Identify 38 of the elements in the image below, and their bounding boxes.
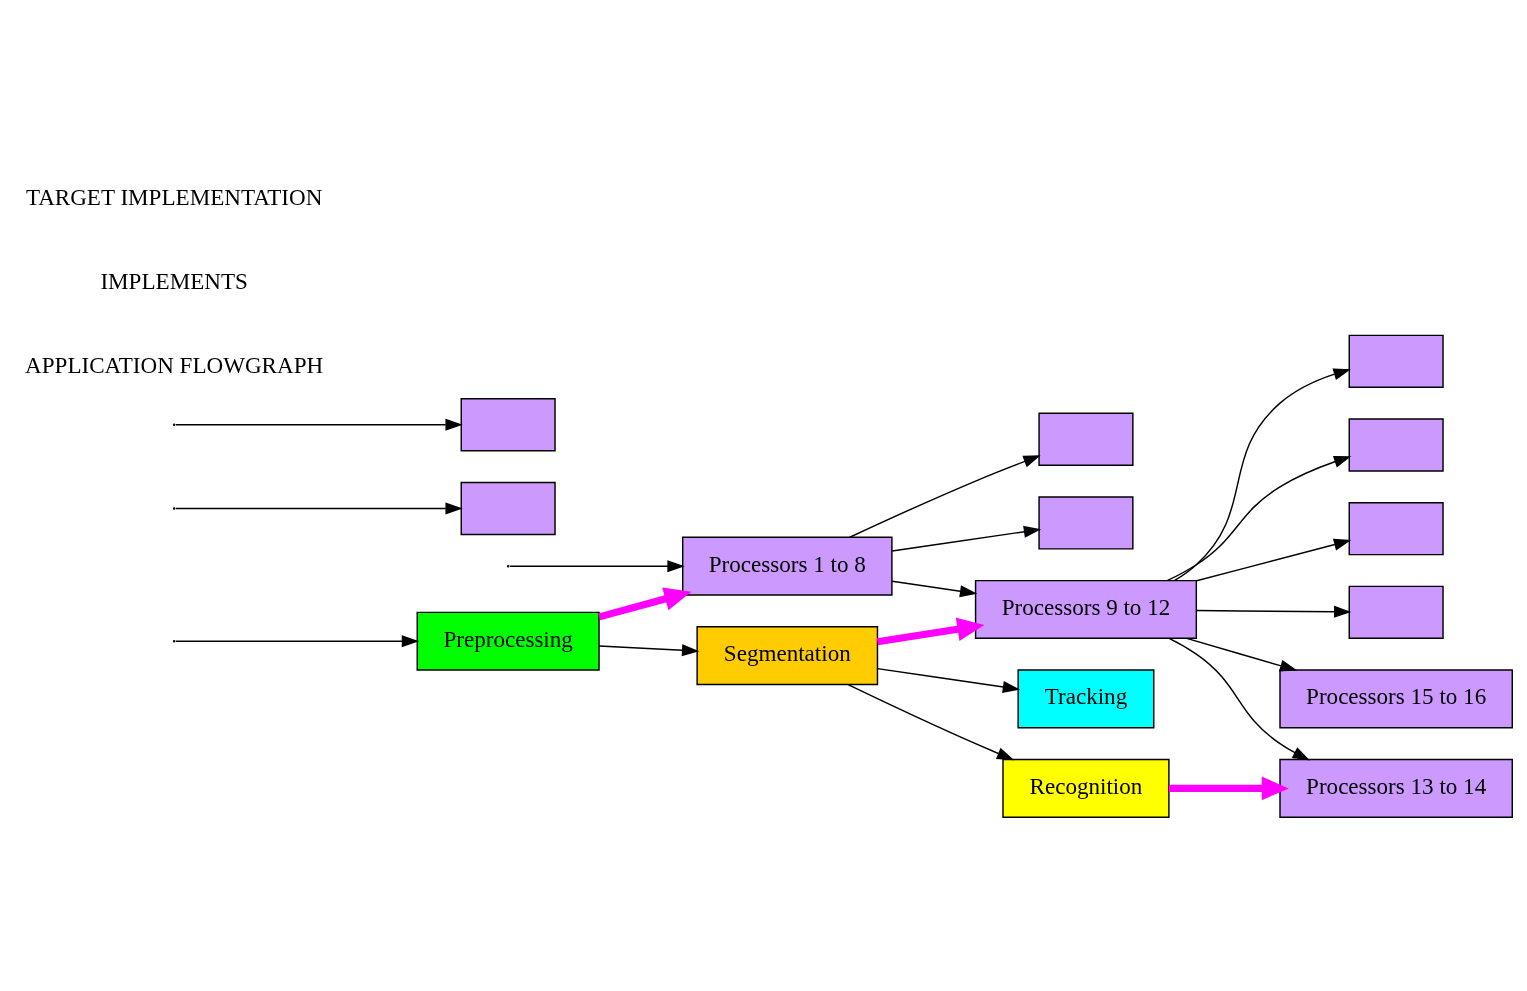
arrow [1195, 538, 1352, 582]
label: IMPLEMENTS [100, 267, 248, 294]
node-box: Preprocessing [416, 611, 600, 671]
arrow [1173, 368, 1351, 582]
label: APPLICATION FLOWGRAPH [25, 351, 324, 378]
node-box [1038, 496, 1134, 550]
node-box: Processors 15 to 16 [1279, 669, 1513, 729]
arrow [876, 617, 985, 646]
node-box: Processors 9 to 12 [974, 579, 1198, 640]
arrow [1186, 637, 1298, 672]
arrow [175, 418, 463, 431]
label: TARGET IMPLEMENTATION [25, 184, 323, 211]
arrow [1166, 456, 1352, 582]
arrow [598, 587, 692, 621]
arrow [598, 644, 700, 657]
arrow [175, 502, 463, 515]
arrow [876, 667, 1021, 693]
arrow [849, 455, 1041, 538]
node-box [1348, 334, 1444, 389]
node-box: Processors 1 to 8 [682, 536, 893, 596]
arrow [1195, 605, 1352, 618]
arrow [1168, 776, 1289, 801]
node-box: Recognition [1002, 758, 1170, 818]
node-box [1348, 585, 1444, 640]
arrow [891, 525, 1042, 552]
node-box [1038, 412, 1134, 466]
node-box [1348, 418, 1444, 472]
node-box: Tracking [1017, 669, 1155, 729]
arrow [175, 635, 420, 648]
node-box [460, 481, 556, 536]
node-box [1348, 502, 1444, 556]
arrow [891, 580, 978, 598]
arrow [847, 683, 1015, 761]
arrow [1168, 637, 1310, 761]
arrow [509, 560, 685, 573]
node-box: Processors 13 to 14 [1279, 758, 1513, 818]
node-box: Segmentation [696, 626, 879, 686]
node-box [460, 398, 556, 452]
